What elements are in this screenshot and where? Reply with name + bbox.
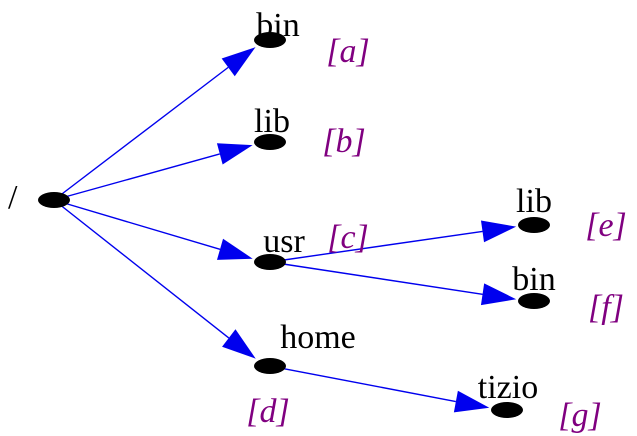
node-label-bin: bin <box>256 7 299 44</box>
arrowhead-tizio <box>453 390 490 413</box>
node-tag-tizio: [g] <box>558 397 601 434</box>
edge-usr-to-ulib <box>269 230 483 263</box>
node-tag-home: [d] <box>246 393 289 430</box>
edge-root-to-usr <box>53 199 221 250</box>
node-home <box>254 358 286 374</box>
node-ubin <box>518 293 550 309</box>
node-ulib <box>518 217 550 233</box>
node-label-root: / <box>8 179 18 216</box>
labels-layer: / bin [a] lib [b] usr [c] home [d] lib [e] bin [f] ti… <box>8 7 627 434</box>
node-root <box>38 192 70 208</box>
arrowhead-lib <box>216 143 253 165</box>
node-lib <box>254 134 286 150</box>
node-label-ubin: bin <box>512 261 555 298</box>
node-tag-bin: [a] <box>326 33 369 70</box>
edges-layer <box>53 47 517 413</box>
edge-root-to-home <box>53 199 230 339</box>
node-usr <box>254 254 286 270</box>
arrowhead-ubin <box>480 283 517 306</box>
arrowhead-home <box>222 329 256 359</box>
edge-usr-to-ubin <box>269 261 483 295</box>
node-tag-ubin: [f] <box>588 289 624 326</box>
edge-root-to-bin <box>53 66 229 201</box>
arrowhead-ulib <box>480 220 517 243</box>
node-label-home: home <box>280 319 356 356</box>
edge-home-to-tizio <box>269 365 457 403</box>
node-label-tizio: tizio <box>478 369 538 406</box>
nodes-layer <box>38 32 550 418</box>
node-label-ulib: lib <box>516 183 552 220</box>
node-tag-ulib: [e] <box>585 207 627 244</box>
node-label-usr: usr <box>263 223 305 260</box>
node-tag-usr: [c] <box>327 219 369 256</box>
node-tizio <box>491 402 523 418</box>
arrowhead-usr <box>216 238 253 260</box>
edge-root-to-lib <box>53 153 220 201</box>
node-label-lib: lib <box>254 103 290 140</box>
arrowhead-bin <box>221 47 256 77</box>
node-bin <box>254 32 286 48</box>
node-tag-lib: [b] <box>322 123 365 160</box>
